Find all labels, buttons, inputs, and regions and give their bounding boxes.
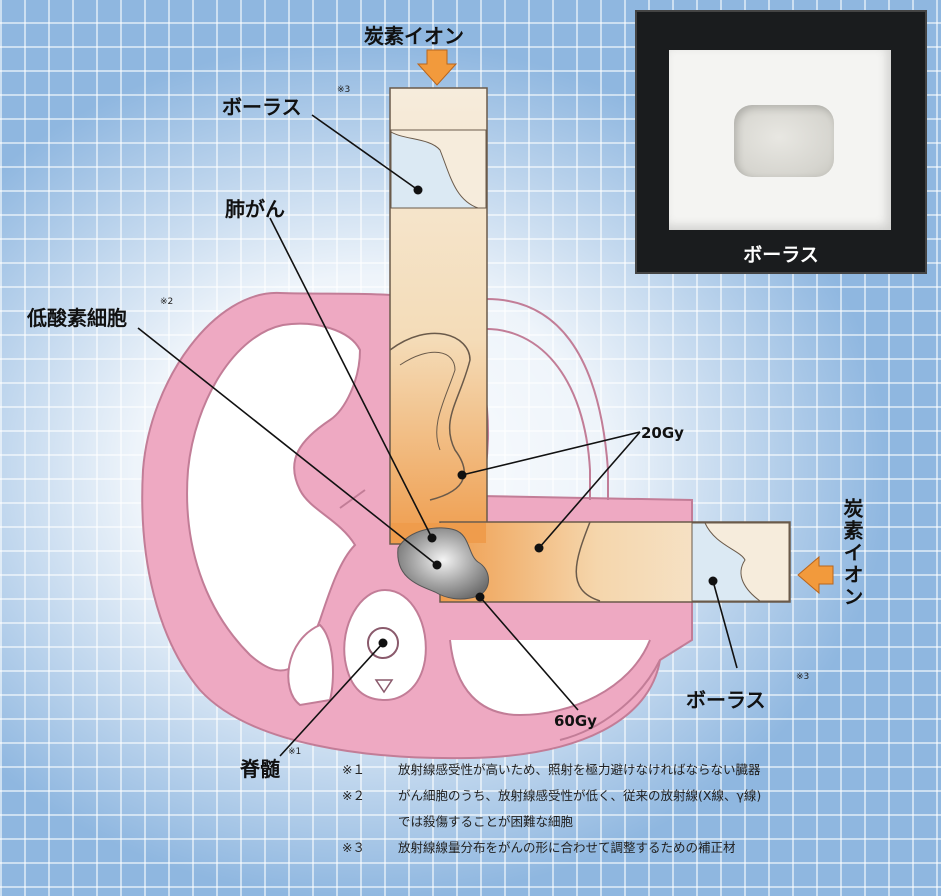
- footnote-text: がん細胞のうち、放射線感受性が低く、従来の放射線(X線、γ線): [398, 783, 937, 809]
- bolus-top-note-mark: ※3: [337, 85, 350, 95]
- arrow-left-icon: [798, 557, 833, 593]
- bolus-top-label: ボーラス: [222, 91, 302, 120]
- footnote-text: 放射線感受性が高いため、照射を極力避けなければならない臓器: [398, 757, 937, 783]
- spinal-cord-label: 脊髄: [240, 753, 280, 782]
- footnote-item: ※２ がん細胞のうち、放射線感受性が低く、従来の放射線(X線、γ線): [342, 783, 937, 809]
- carbon-ion-top-label: 炭素イオン: [364, 20, 464, 49]
- dose-60gy-label: 60Gy: [554, 712, 597, 730]
- bolus-photo-caption: ボーラス: [637, 240, 925, 267]
- footnote-marker: ※３: [342, 835, 398, 861]
- footnote-text: 放射線線量分布をがんの形に合わせて調整するための補正材: [398, 835, 937, 861]
- footnote-marker: ※２: [342, 783, 398, 809]
- footnote-item: ※１ 放射線感受性が高いため、照射を極力避けなければならない臓器: [342, 757, 937, 783]
- footnotes: ※１ 放射線感受性が高いため、照射を極力避けなければならない臓器 ※２ がん細胞…: [342, 757, 937, 861]
- bolus-photo: ボーラス: [635, 10, 927, 274]
- dose-20gy-label: 20Gy: [641, 424, 684, 442]
- lung-cancer-label: 肺がん: [225, 193, 285, 222]
- arrow-down-icon: [418, 50, 456, 85]
- bolus-block-image: [669, 50, 891, 230]
- hypoxic-cells-note-mark: ※2: [160, 297, 173, 307]
- footnote-marker: [342, 809, 398, 835]
- footnote-item: では殺傷することが困難な細胞: [342, 809, 937, 835]
- bolus-bottom-note-mark: ※3: [796, 672, 809, 682]
- hypoxic-cells-label: 低酸素細胞: [27, 302, 127, 331]
- carbon-ion-right-label: 炭素イオン: [838, 498, 867, 608]
- footnote-text: では殺傷することが困難な細胞: [398, 809, 937, 835]
- footnote-marker: ※１: [342, 757, 398, 783]
- bolus-cavity: [734, 105, 834, 177]
- footnote-item: ※３ 放射線線量分布をがんの形に合わせて調整するための補正材: [342, 835, 937, 861]
- spinal-cord-note-mark: ※1: [288, 747, 301, 757]
- bolus-bottom-label: ボーラス: [686, 684, 766, 713]
